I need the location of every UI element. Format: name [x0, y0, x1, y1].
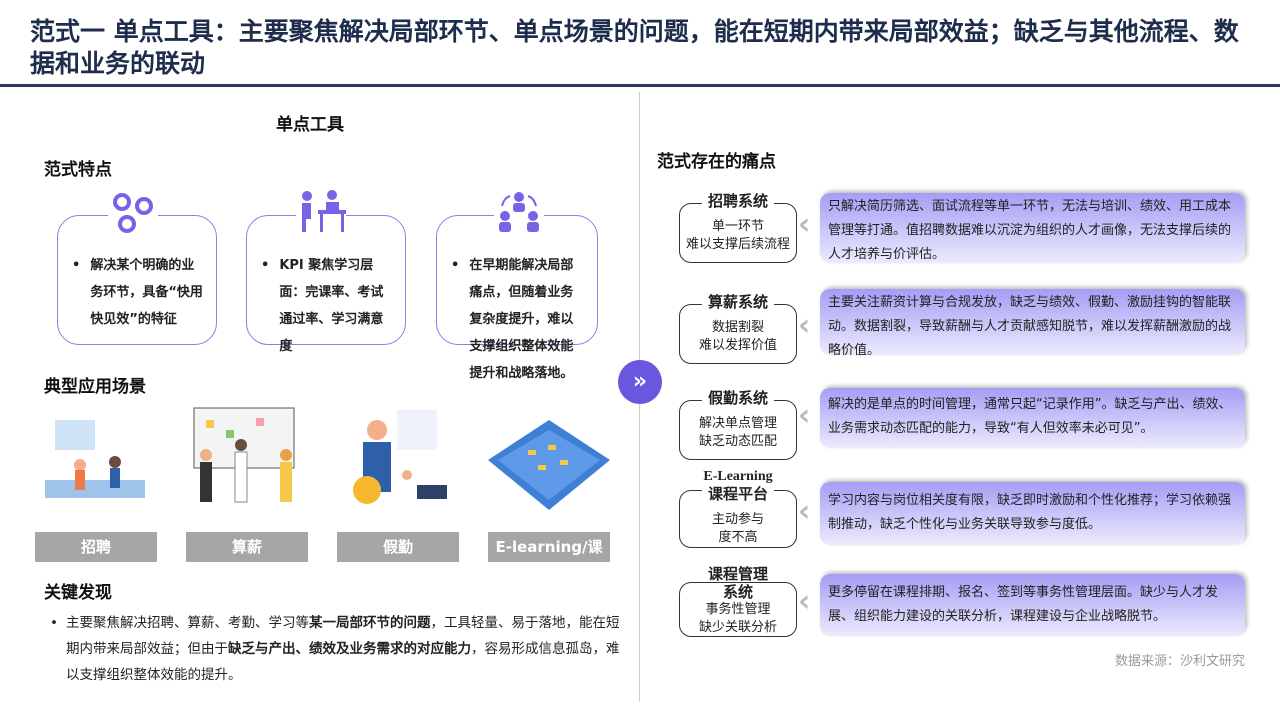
feature-card: •在早期能解决局部痛点，但随着业务复杂度提升，难以支撑组织整体效能提升和战略落地… — [436, 215, 598, 381]
double-chevron-right-icon: » — [618, 360, 662, 404]
people-network-icon — [108, 190, 158, 234]
feature-card: •解决某个明确的业务环节，具备“快用快见效”的特征 — [57, 215, 217, 345]
pain-system-recruit: 招聘系统单一环节难以支撑后续流程 — [679, 192, 797, 263]
findings-text: •主要聚焦解决招聘、算薪、考勤、学习等某一局部环节的问题，工具轻量、易于落地，能… — [50, 615, 620, 683]
data-source: 数据来源：沙利文研究 — [1115, 654, 1246, 669]
chevron-left-icon: ‹ — [798, 584, 811, 619]
chevron-left-icon: ‹ — [798, 207, 811, 242]
chevron-left-icon: ‹ — [798, 494, 811, 529]
pain-description: 更多停留在课程排期、报名、签到等事务性管理层面。缺少与人才发展、组织能力建设的关… — [820, 574, 1245, 636]
recruitment-illustration — [45, 420, 145, 498]
feature-text: KPI 聚焦学习层面：完课率、考试通过率、学习满意度 — [279, 258, 384, 354]
attendance-illustration — [353, 410, 447, 504]
scenes-title: 典型应用场景 — [44, 377, 146, 397]
chevron-left-icon: ‹ — [798, 308, 811, 343]
pain-system-payroll: 算薪系统数据割裂难以发挥价值 — [679, 293, 797, 364]
scene-label: E-learning/课程 — [488, 532, 610, 586]
elearning-illustration — [488, 420, 610, 510]
scene-label: 招聘 — [35, 532, 157, 562]
pain-description: 主要关注薪资计算与合规发放，缺乏与绩效、假勤、激励挂钩的智能联动。数据割裂，导致… — [820, 289, 1245, 358]
feature-text: 解决某个明确的业务环节，具备“快用快见效”的特征 — [90, 258, 203, 327]
title-divider — [0, 84, 1280, 87]
scene-label: 假勤 — [337, 532, 459, 562]
features-title: 范式特点 — [44, 160, 112, 180]
chevron-left-icon: ‹ — [798, 398, 811, 433]
scene-recruit: 招聘 — [35, 400, 157, 562]
left-heading: 单点工具 — [276, 115, 344, 135]
pain-system-attendance: 假勤系统解决单点管理缺乏动态匹配 — [679, 389, 797, 460]
pain-description: 解决的是单点的时间管理，通常只起“记录作用”。缺乏与产出、绩效、业务需求动态匹配… — [820, 388, 1245, 448]
findings-title: 关键发现 — [44, 583, 112, 603]
right-heading: 范式存在的痛点 — [657, 152, 776, 172]
interview-desk-icon — [296, 190, 346, 234]
scene-label: 算薪 — [186, 532, 308, 562]
pain-description: 只解决简历筛选、面试流程等单一环节，无法与培训、绩效、用工成本管理等打通。值招聘… — [820, 193, 1245, 263]
feature-card: •KPI 聚焦学习层面：完课率、考试通过率、学习满意度 — [246, 215, 406, 354]
scene-attendance: 假勤 — [337, 400, 459, 562]
scene-payroll: 算薪 — [186, 400, 308, 562]
pain-description: 学习内容与岗位相关度有限，缺乏即时激励和个性化推荐；学习依赖强制推动，缺乏个性化… — [820, 482, 1245, 545]
scene-elearning: E-learning/课程 — [488, 400, 610, 586]
page-title: 范式一 单点工具：主要聚焦解决局部环节、单点场景的问题，能在短期内带来局部效益；… — [30, 17, 1239, 78]
feature-text: 在早期能解决局部痛点，但随着业务复杂度提升，难以支撑组织整体效能提升和战略落地。 — [469, 258, 574, 381]
pain-system-course-mgmt: 课程管理系统事务性管理缺少关联分析 — [679, 565, 797, 637]
payroll-illustration — [193, 407, 295, 503]
team-cycle-icon — [494, 190, 544, 234]
